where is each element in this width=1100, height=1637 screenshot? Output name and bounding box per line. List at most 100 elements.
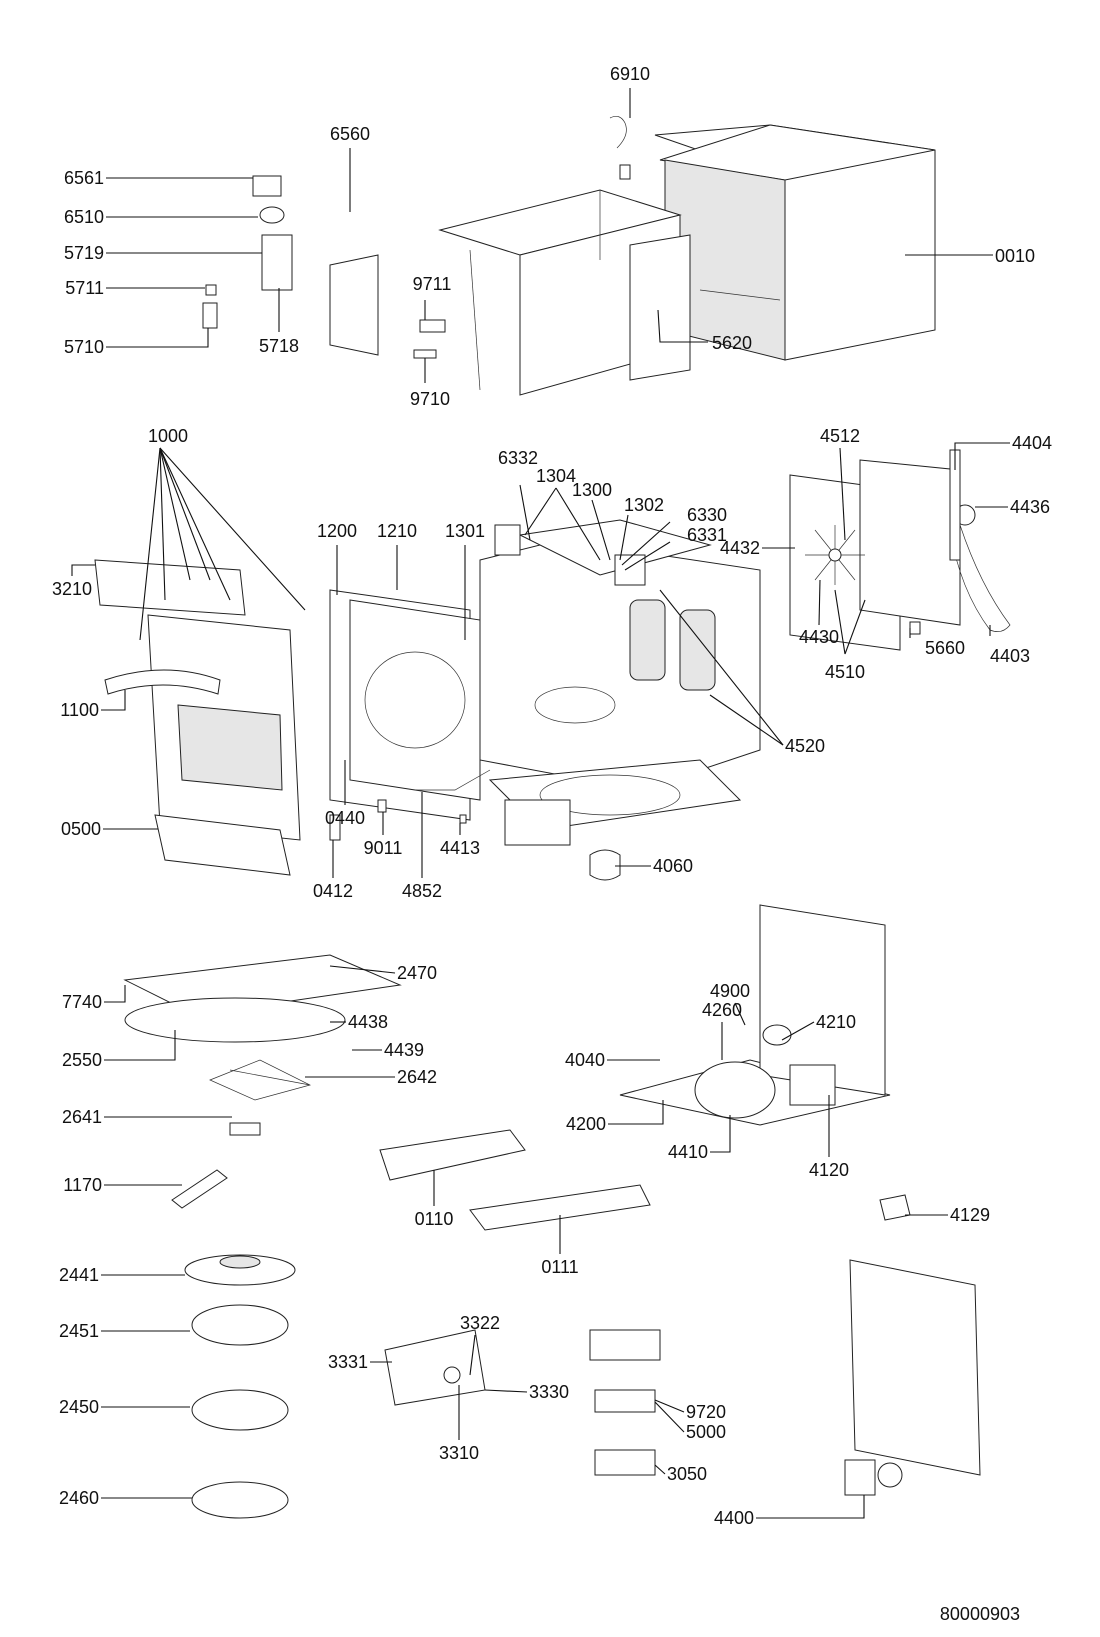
part-label-4403: 4403	[990, 646, 1030, 666]
part-label-4432: 4432	[720, 538, 760, 558]
outer-cabinet-part	[654, 124, 936, 361]
part-label-2451: 2451	[59, 1321, 99, 1341]
door-handle-part	[104, 669, 221, 695]
pcb-bottom-part	[594, 1449, 656, 1476]
sensor-wire-part	[609, 116, 627, 149]
cavity-top-part	[518, 519, 712, 576]
heater-wire-part	[949, 524, 1011, 632]
part-label-3210: 3210	[52, 579, 92, 599]
bottom-cover-strip-part	[469, 1184, 651, 1231]
holder-part	[261, 234, 293, 291]
grill-element-part	[209, 1059, 311, 1101]
fan-blade-part	[877, 1462, 903, 1488]
chassis-top-part	[438, 189, 691, 396]
part-label-9720: 9720	[686, 1402, 726, 1422]
part-label-3322: 3322	[460, 1313, 500, 1333]
switch-part	[202, 302, 218, 329]
part-label-4430: 4430	[799, 627, 839, 647]
latch-pin-part	[329, 814, 341, 841]
encoder-part	[443, 1366, 461, 1384]
capacitor-part	[762, 1024, 792, 1046]
hinge-part	[419, 319, 446, 333]
part-label-3050: 3050	[667, 1464, 707, 1484]
part-label-2460: 2460	[59, 1488, 99, 1508]
switch-cap-part	[205, 284, 217, 296]
part-label-4413: 4413	[440, 838, 480, 858]
part-label-4438: 4438	[348, 1012, 388, 1032]
part-label-4400: 4400	[714, 1508, 754, 1528]
part-label-4060: 4060	[653, 856, 693, 876]
spring-part	[377, 799, 387, 813]
part-label-9710: 9710	[410, 389, 450, 409]
door-trim-part	[154, 814, 291, 876]
cover-plate-part	[252, 175, 282, 197]
roller-ring-part	[124, 997, 346, 1043]
part-label-9711: 9711	[413, 274, 452, 294]
cavity-window-left	[629, 599, 666, 681]
fan-part	[805, 525, 865, 585]
bottom-cover-part	[379, 1129, 526, 1181]
part-label-6560: 6560	[330, 124, 370, 144]
part-label-3330: 3330	[529, 1382, 569, 1402]
pcb-top-part	[589, 1329, 661, 1361]
part-label-6910: 6910	[610, 64, 650, 84]
part-label-4410: 4410	[668, 1142, 708, 1162]
bottom-duct-part	[504, 799, 571, 846]
part-label-1200: 1200	[317, 521, 357, 541]
part-label-6332: 6332	[498, 448, 538, 468]
part-label-2441: 2441	[59, 1265, 99, 1285]
side-panel-part	[849, 1259, 981, 1476]
part-label-4436: 4436	[1010, 497, 1050, 517]
part-label-4404: 4404	[1012, 433, 1052, 453]
part-label-2470: 2470	[397, 963, 437, 983]
switch-bracket-left-part	[494, 524, 521, 556]
part-label-3331: 3331	[328, 1352, 368, 1372]
lamp-part	[259, 206, 285, 224]
part-label-4200: 4200	[566, 1114, 606, 1134]
pin-part	[413, 349, 437, 359]
drawing-number: 80000903	[940, 1604, 1020, 1624]
part-label-1210: 1210	[377, 521, 417, 541]
low-rack-part	[191, 1389, 289, 1431]
part-label-0110: 0110	[415, 1209, 454, 1229]
door-frame-inner-part	[349, 599, 481, 801]
part-label-5719: 5719	[64, 243, 104, 263]
part-label-1300: 1300	[572, 480, 612, 500]
cavity-window-right	[679, 609, 716, 691]
part-label-1304: 1304	[536, 466, 576, 486]
pcb-middle-part	[594, 1389, 656, 1413]
part-label-5000: 5000	[686, 1422, 726, 1442]
sensor-part	[619, 164, 631, 180]
foot-part	[879, 1194, 911, 1221]
high-rack-part	[191, 1304, 289, 1346]
part-sketches	[94, 116, 1011, 1519]
part-label-4210: 4210	[816, 1012, 856, 1032]
tool-part	[171, 1169, 228, 1209]
control-panel-part	[94, 559, 246, 616]
part-label-7740: 7740	[62, 992, 102, 1012]
part-label-6510: 6510	[64, 207, 104, 227]
leader-lines	[71, 88, 1010, 1519]
part-label-5620: 5620	[712, 333, 752, 353]
part-label-4040: 4040	[565, 1050, 605, 1070]
part-label-4900: 4900	[710, 981, 750, 1001]
thermostat-part	[909, 621, 921, 635]
back-panel-part	[759, 904, 886, 1096]
crisp-plate-part	[184, 1254, 296, 1286]
part-label-1100: 1100	[60, 700, 99, 720]
part-label-2641: 2641	[62, 1107, 102, 1127]
part-label-4510: 4510	[825, 662, 865, 682]
clip-part	[459, 814, 467, 824]
control-bracket-part	[329, 254, 379, 356]
part-label-4520: 4520	[785, 736, 825, 756]
part-label-2642: 2642	[397, 1067, 437, 1087]
part-label-0412: 0412	[313, 881, 353, 901]
part-label-0500: 0500	[61, 819, 101, 839]
part-label-1302: 1302	[624, 495, 664, 515]
part-label-0111: 0111	[541, 1257, 578, 1277]
part-label-9011: 9011	[364, 838, 403, 858]
part-label-5718: 5718	[259, 336, 299, 356]
fan-motor-unit-part	[844, 1459, 876, 1496]
